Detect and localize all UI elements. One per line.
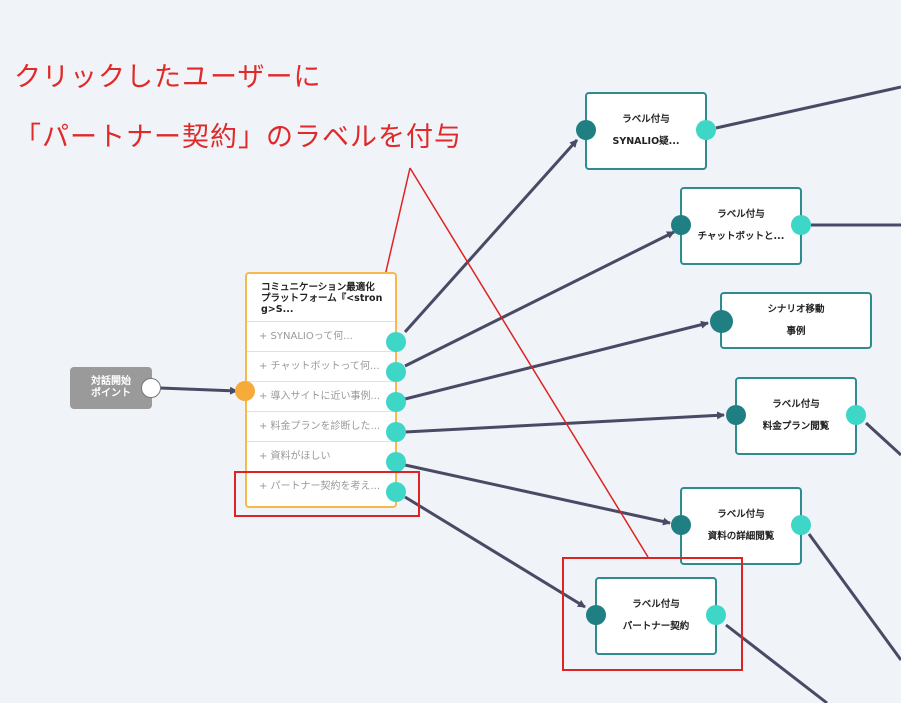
edge-document-out xyxy=(807,533,901,661)
edge-opt5-to-document xyxy=(404,463,671,526)
start-point-node[interactable]: 対話開始 ポイント xyxy=(70,367,152,409)
option-output-port-synalio[interactable] xyxy=(386,332,406,352)
action-value-label: SYNALIO疑... xyxy=(612,136,680,147)
option-output-port-chatbot[interactable] xyxy=(386,362,406,382)
action-output-port-chatbot[interactable] xyxy=(791,215,811,235)
action-input-port-synalio[interactable] xyxy=(576,120,596,140)
action-type-label: ラベル付与 xyxy=(717,209,765,220)
scenario-node[interactable]: コミュニケーション最適化プラットフォーム『<strong>S... + SYNA… xyxy=(245,272,397,508)
action-input-port-chatbot[interactable] xyxy=(671,215,691,235)
scenario-option-document[interactable]: + 資料がほしい xyxy=(247,441,395,471)
edge-opt3-to-case xyxy=(404,320,709,401)
action-input-port-partner[interactable] xyxy=(586,605,606,625)
action-type-label: ラベル付与 xyxy=(717,509,765,520)
action-node-plan[interactable]: ラベル付与 料金プラン閲覧 xyxy=(735,377,857,455)
annotation-pointer-right xyxy=(409,167,649,558)
action-output-port-partner[interactable] xyxy=(706,605,726,625)
action-type-label: ラベル付与 xyxy=(632,599,680,610)
action-input-port-document[interactable] xyxy=(671,515,691,535)
scenario-option-synalio[interactable]: + SYNALIOって何... xyxy=(247,321,395,351)
action-output-port-synalio[interactable] xyxy=(696,120,716,140)
action-value-label: 料金プラン閲覧 xyxy=(762,421,830,432)
action-node-synalio[interactable]: ラベル付与 SYNALIO疑... xyxy=(585,92,707,170)
scenario-input-port[interactable] xyxy=(235,381,255,401)
action-value-label: パートナー契約 xyxy=(622,621,690,632)
action-value-label: 資料の詳細閲覧 xyxy=(707,531,775,542)
action-node-chatbot[interactable]: ラベル付与 チャットボットと... xyxy=(680,187,802,265)
annotation-text-line1: クリックしたユーザーに xyxy=(14,62,322,93)
start-point-label-2: ポイント xyxy=(91,388,131,399)
scenario-option-chatbot[interactable]: + チャットボットって何... xyxy=(247,351,395,381)
edge-synalio-out xyxy=(715,85,901,130)
action-node-document[interactable]: ラベル付与 資料の詳細閲覧 xyxy=(680,487,802,565)
scenario-title: コミュニケーション最適化プラットフォーム『<strong>S... xyxy=(261,282,383,315)
action-type-label: ラベル付与 xyxy=(622,114,670,125)
scenario-option-plan[interactable]: + 料金プランを診断した... xyxy=(247,411,395,441)
action-value-label: チャットボットと... xyxy=(697,231,785,242)
action-type-label: シナリオ移動 xyxy=(767,303,825,315)
start-output-port[interactable] xyxy=(141,378,161,398)
action-input-port-plan[interactable] xyxy=(726,405,746,425)
option-output-port-plan[interactable] xyxy=(386,422,406,442)
option-output-port-partner[interactable] xyxy=(386,482,406,502)
edge-start-to-scenario xyxy=(159,386,238,395)
action-output-port-document[interactable] xyxy=(791,515,811,535)
action-input-port-case-study[interactable] xyxy=(710,310,733,333)
edge-opt2-to-chatbot xyxy=(404,230,675,368)
scenario-option-case-study[interactable]: + 導入サイトに近い事例... xyxy=(247,381,395,411)
action-type-label: ラベル付与 xyxy=(772,399,820,410)
option-output-port-document[interactable] xyxy=(386,452,406,472)
edge-opt1-to-synalio xyxy=(403,138,579,334)
action-value-label: 事例 xyxy=(786,325,806,337)
annotation-text-line2: 「パートナー契約」のラベルを付与 xyxy=(14,122,462,153)
edge-plan-out xyxy=(864,421,901,457)
highlight-box-partner-node xyxy=(562,557,743,671)
action-output-port-plan[interactable] xyxy=(846,405,866,425)
start-point-label-1: 対話開始 xyxy=(91,376,131,387)
highlight-box-partner-option xyxy=(234,471,420,517)
edge-opt6-to-partner xyxy=(404,495,586,609)
edge-opt4-to-plan xyxy=(404,411,725,434)
option-output-port-case-study[interactable] xyxy=(386,392,406,412)
action-node-case-study[interactable]: シナリオ移動 事例 xyxy=(720,292,872,349)
